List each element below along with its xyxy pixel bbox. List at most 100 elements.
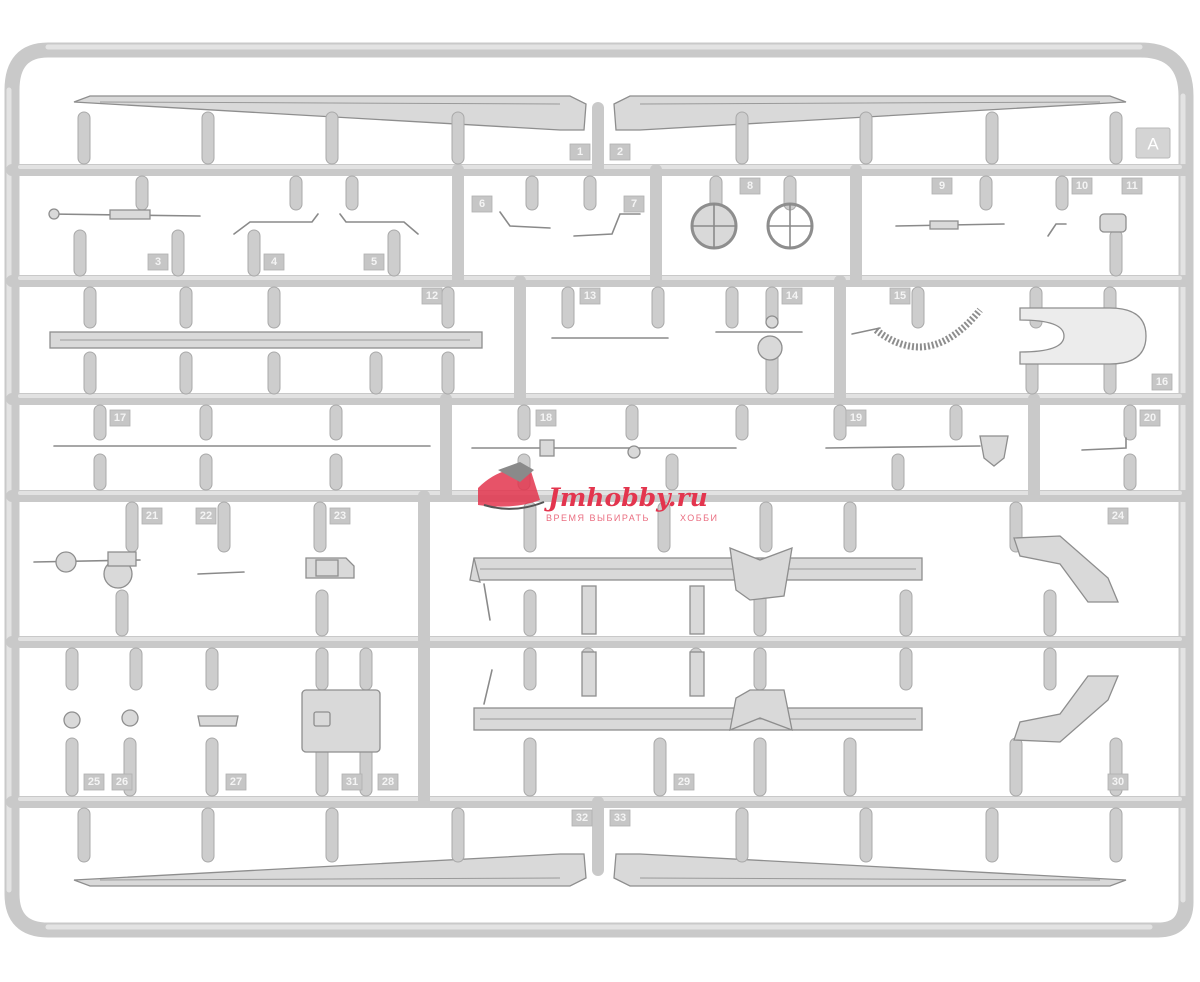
part-21-assembly — [33, 551, 141, 589]
part-number-tab-7: 7 — [623, 195, 645, 213]
part-number-tab-9: 9 — [931, 177, 953, 195]
sprue-gate — [199, 404, 213, 441]
sprue-gate — [325, 807, 339, 863]
part-number-tab-11: 11 — [1121, 177, 1143, 195]
sprue-gate — [345, 175, 359, 211]
part-trail-arm-lower — [473, 669, 923, 732]
sprue-gate — [267, 286, 281, 329]
sprue-gate — [179, 286, 193, 329]
part-7-handle — [573, 213, 641, 237]
sprue-letter-tab: A — [1135, 127, 1171, 159]
sprue-gate — [899, 647, 913, 691]
sprue-gate — [451, 807, 465, 863]
sprue-gate — [523, 501, 537, 553]
sprue-gate — [73, 229, 87, 277]
sprue-gate — [267, 351, 281, 395]
part-20-lever — [1081, 437, 1127, 451]
sprue-gate — [561, 286, 575, 329]
part-number-tab-16: 16 — [1151, 373, 1173, 391]
sprue-gate — [1043, 647, 1057, 691]
part-number-label: 27 — [230, 776, 242, 788]
part-number-label: 33 — [614, 812, 626, 824]
sprue-gate — [911, 286, 925, 329]
watermark-brand: Jmhobby.ru — [544, 483, 708, 512]
part-number-label: 10 — [1076, 180, 1088, 192]
sprue-gate — [359, 647, 373, 691]
sprue-gate — [179, 351, 193, 395]
sprue-gate — [843, 737, 857, 797]
part-number-label: 1 — [577, 146, 583, 158]
sprue-gate — [735, 404, 749, 441]
part-number-tab-30: 30 — [1107, 773, 1129, 791]
part-number-label: 7 — [631, 198, 637, 210]
part-number-tab-25: 25 — [83, 773, 105, 791]
part-number-tab-22: 22 — [195, 507, 217, 525]
sprue-gate — [725, 286, 739, 329]
part-number-tab-21: 21 — [141, 507, 163, 525]
sprue-gate — [523, 737, 537, 797]
watermark-logo: Jmhobby.ru ВРЕМЯ ВЫБИРАТЬ ХОББИ — [478, 462, 719, 523]
sprue-gate — [115, 589, 129, 637]
sprue-gate — [979, 175, 993, 211]
sprue-gate — [77, 807, 91, 863]
part-number-tab-5: 5 — [363, 253, 385, 271]
part-number-tab-19: 19 — [845, 409, 867, 427]
part-26-bracket — [63, 711, 81, 729]
sprue-gate — [1043, 589, 1057, 637]
part-number-label: 25 — [88, 776, 100, 788]
part-number-tab-3: 3 — [147, 253, 169, 271]
part-number-tab-32: 32 — [571, 809, 593, 827]
sprue-gate — [859, 807, 873, 863]
sprue-gate — [65, 737, 79, 797]
part-number-label: 17 — [114, 412, 126, 424]
part-number-tab-24: 24 — [1107, 507, 1129, 525]
svg-text:A: A — [1147, 135, 1159, 154]
sprue-gate — [329, 404, 343, 441]
part-number-label: 32 — [576, 812, 588, 824]
sprue-gate — [451, 111, 465, 165]
sprue-gate — [135, 175, 149, 211]
sprue-gate — [523, 647, 537, 691]
part-10-hook — [1047, 223, 1067, 237]
part-number-tab-18: 18 — [535, 409, 557, 427]
sprue-gate — [77, 111, 91, 165]
sprue-gate — [441, 351, 455, 395]
part-29-shield-plate — [301, 689, 381, 753]
sprue-gate — [83, 286, 97, 329]
part-30-struts — [581, 585, 705, 697]
sprue-gate — [125, 501, 139, 553]
sprue-gate — [93, 453, 107, 491]
sprue-gate — [657, 501, 671, 553]
part-number-tab-31: 31 — [341, 773, 363, 791]
sprue-gate — [899, 589, 913, 637]
part-9-rod — [895, 220, 1005, 230]
part-number-label: 20 — [1144, 412, 1156, 424]
part-number-label: 4 — [271, 256, 278, 268]
sprue-gate — [985, 807, 999, 863]
sprue-gate — [201, 807, 215, 863]
part-number-label: 24 — [1112, 510, 1125, 522]
part-number-label: 31 — [346, 776, 358, 788]
sprue-gate — [315, 647, 329, 691]
part-number-tab-6: 6 — [471, 195, 493, 213]
watermark-tagline-right: ХОББИ — [680, 513, 719, 523]
sprue-gate — [1109, 229, 1123, 277]
sprue-gate — [583, 175, 597, 211]
vertical-runners — [418, 102, 1040, 876]
part-11-clamp — [1099, 213, 1127, 233]
part-number-tab-15: 15 — [889, 287, 911, 305]
sprue-gate — [651, 286, 665, 329]
sprue-gate — [315, 589, 329, 637]
part-number-tab-29: 29 — [673, 773, 695, 791]
part-number-tab-20: 20 — [1139, 409, 1161, 427]
part-number-tab-14: 14 — [781, 287, 803, 305]
part-number-label: 26 — [116, 776, 128, 788]
part-28-bracket — [197, 715, 239, 727]
sprue-gate — [65, 647, 79, 691]
part-number-tab-4: 4 — [263, 253, 285, 271]
part-number-tab-8: 8 — [739, 177, 761, 195]
part-number-label: 23 — [334, 510, 346, 522]
part-number-tab-13: 13 — [579, 287, 601, 305]
part-4-bracket — [233, 213, 319, 235]
